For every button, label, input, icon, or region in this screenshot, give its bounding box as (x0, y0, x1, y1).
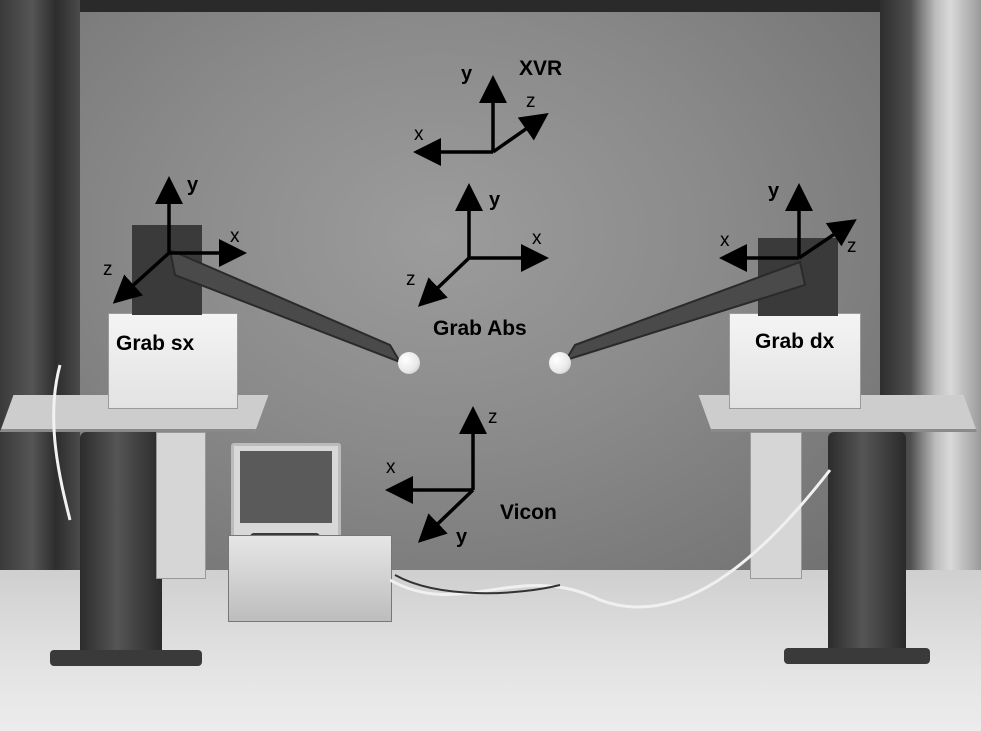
xvr-x-label: x (414, 124, 424, 145)
right-desk-foot (784, 648, 930, 664)
grab-dx-z-arrow (798, 219, 857, 260)
grab-sx-x-label: x (230, 226, 240, 247)
grab-sx-label: Grab sx (116, 332, 195, 355)
left-end-effector-ball (398, 352, 420, 374)
grab-sx-y-label: y (187, 174, 199, 196)
left-haptic-base-box (108, 313, 238, 409)
grab-sx-z-arrow (112, 251, 171, 304)
vicon-label: Vicon (500, 501, 557, 524)
vicon-x-label: x (386, 457, 396, 478)
right-desk-leg (828, 432, 906, 657)
grab-dx-z-label: z (847, 236, 857, 257)
cable-dark (394, 574, 561, 595)
cable-left (52, 364, 72, 521)
grab-abs-label: Grab Abs (433, 317, 527, 340)
window-frame-top (0, 0, 981, 12)
grab-abs-x-label: x (532, 228, 542, 249)
grab-dx-x-label: x (720, 230, 730, 251)
left-desk-stand (156, 432, 206, 579)
grab-dx-y-label: y (768, 180, 780, 202)
xvr-label: XVR (519, 57, 563, 80)
grab-dx-label: Grab dx (755, 330, 835, 353)
tracking-unit (228, 535, 392, 622)
xvr-z-label: z (526, 91, 536, 112)
grab-abs-y-label: y (489, 189, 501, 211)
vicon-y-arrow (417, 488, 475, 543)
right-haptic-base-box (729, 313, 861, 409)
vicon-z-label: z (488, 407, 498, 428)
grab-sx-z-label: z (103, 259, 113, 280)
cable-right (389, 469, 832, 609)
monitor-screen (240, 451, 332, 523)
left-desk-leg (80, 432, 162, 657)
xvr-z-arrow (491, 112, 549, 154)
vicon-y-label: y (456, 526, 468, 548)
grab-abs-z-label: z (406, 269, 416, 290)
monitor (231, 443, 341, 539)
grab-abs-z-arrow (417, 256, 471, 307)
right-end-effector-ball (549, 352, 571, 374)
xvr-y-label: y (461, 63, 473, 85)
left-desk-foot (50, 650, 202, 666)
